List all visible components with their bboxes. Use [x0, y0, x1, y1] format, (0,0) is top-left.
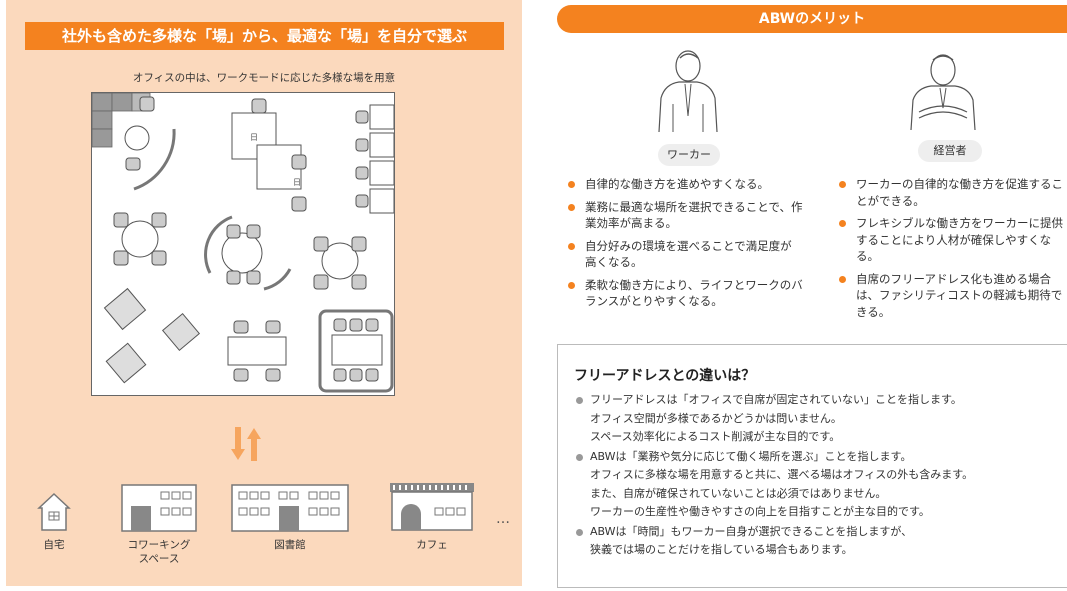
place-label-library: 図書館	[274, 539, 306, 551]
rect-meeting-table	[227, 320, 287, 382]
svg-text:日: 日	[293, 178, 301, 187]
coworking-building-icon	[121, 484, 197, 532]
role-badge-manager: 経営者	[918, 140, 982, 162]
lounge-chairs	[103, 287, 201, 384]
round-table-center	[204, 215, 292, 291]
left-banner: 社外も含めた多様な「場」から、最適な「場」を自分で選ぶ	[25, 22, 504, 50]
round-table-solo	[124, 96, 176, 191]
manager-benefit-item: フレキシブルな働き方をワーカーに提供することにより人材が確保しやすくなる。	[834, 215, 1064, 265]
place-library: 図書館	[228, 484, 352, 552]
house-icon	[37, 492, 71, 531]
place-label-home: 自宅	[43, 539, 65, 551]
worker-benefit-item: 自律的な働き方を進めやすくなる。	[563, 176, 803, 193]
free-address-difference-box: フリーアドレスとの違いは？ フリーアドレスは「オフィスで自席が固定されていない」…	[557, 344, 1067, 588]
floor-plan-drawing: 日 日	[92, 93, 394, 393]
left-panel: 社外も含めた多様な「場」から、最適な「場」を自分で選ぶ オフィスの中は、ワークモ…	[6, 0, 522, 586]
cafe-icon	[390, 483, 474, 531]
place-coworking: コワーキング スペース	[116, 484, 202, 566]
merit-header: ABWのメリット	[557, 5, 1067, 33]
floor-plan-caption: オフィスの中は、ワークモードに応じた多様な場を用意	[132, 72, 396, 84]
worker-benefit-item: 柔軟な働き方により、ライフとワークのバランスがとりやすくなる。	[563, 277, 803, 310]
role-badge-worker: ワーカー	[658, 144, 720, 166]
library-building-icon	[231, 484, 349, 532]
place-label-coworking: コワーキング スペース	[127, 539, 191, 565]
place-cafe: カフェ	[386, 482, 478, 552]
difference-item: ABWは「時間」もワーカー自身が選択できることを指しますが、 狭義では場のことだ…	[574, 523, 973, 560]
manager-benefit-item: 自席のフリーアドレス化も進める場合は、ファシリティコストの軽減も期待できる。	[834, 271, 1064, 321]
difference-title: フリーアドレスとの違いは？	[574, 368, 756, 384]
booth-seating	[318, 309, 394, 393]
office-floor-plan: 日 日	[91, 92, 395, 396]
svg-text:日: 日	[250, 133, 258, 142]
desk-pair: 日 日	[231, 98, 307, 212]
difference-item: ABWは「業務や気分に応じて働く場所を選ぶ」ことを指します。 オフィスに多様な場…	[574, 448, 973, 522]
more-places-ellipsis: …	[496, 511, 510, 527]
difference-list: フリーアドレスは「オフィスで自席が固定されていない」ことを指します。 オフィス空…	[574, 391, 973, 561]
round-table-left	[113, 212, 167, 266]
worker-figure-icon	[658, 50, 718, 133]
manager-benefit-item: ワーカーの自律的な働き方を促進することができる。	[834, 176, 1064, 209]
place-home: 自宅	[34, 492, 74, 552]
worker-benefit-item: 業務に最適な場所を選択できることで、作業効率が高まる。	[563, 199, 803, 232]
round-table-right	[313, 236, 367, 290]
worker-benefits-list: 自律的な働き方を進めやすくなる。 業務に最適な場所を選択できることで、作業効率が…	[563, 176, 803, 316]
up-down-arrows-icon	[231, 427, 261, 465]
wall-booths	[355, 104, 394, 214]
manager-figure-icon	[910, 54, 976, 131]
worker-benefit-item: 自分好みの環境を選べることで満足度が高くなる。	[563, 238, 803, 271]
difference-item: フリーアドレスは「オフィスで自席が固定されていない」ことを指します。 オフィス空…	[574, 391, 973, 447]
place-label-cafe: カフェ	[416, 539, 448, 551]
manager-benefits-list: ワーカーの自律的な働き方を促進することができる。 フレキシブルな働き方をワーカー…	[834, 176, 1064, 326]
